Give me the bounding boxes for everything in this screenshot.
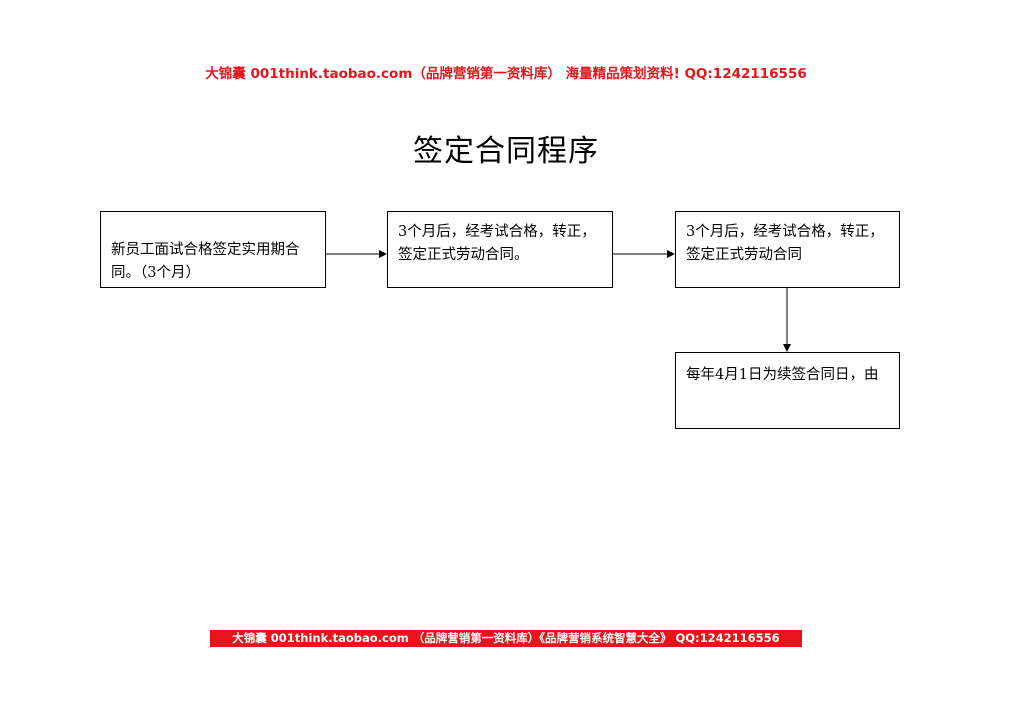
flow-step-probation-contract: 新员工面试合格签定实用期合同。（3个月） <box>100 211 326 288</box>
flow-step-text: 3个月后，经考试合格，转正，签定正式劳动合同 <box>686 224 884 263</box>
flow-step-text: 每年4月1日为续签合同日，由 <box>686 367 879 383</box>
page-title: 签定合同程序 <box>413 134 599 169</box>
flow-step-text: 3个月后，经考试合格，转正，签定正式劳动合同。 <box>398 224 596 263</box>
flow-step-renewal: 每年4月1日为续签合同日，由 <box>675 352 900 429</box>
flow-step-formal-contract: 3个月后，经考试合格，转正，签定正式劳动合同。 <box>387 211 613 288</box>
flow-step-formal-contract-2: 3个月后，经考试合格，转正，签定正式劳动合同 <box>675 211 900 288</box>
flow-step-text: 新员工面试合格签定实用期合同。（3个月） <box>111 242 300 281</box>
footer-banner: 大锦囊 001think.taobao.com （品牌营销第一资料库）《品牌营销… <box>210 630 802 647</box>
header-banner: 大锦囊 001think.taobao.com（品牌营销第一资料库） 海量精品策… <box>205 66 807 82</box>
